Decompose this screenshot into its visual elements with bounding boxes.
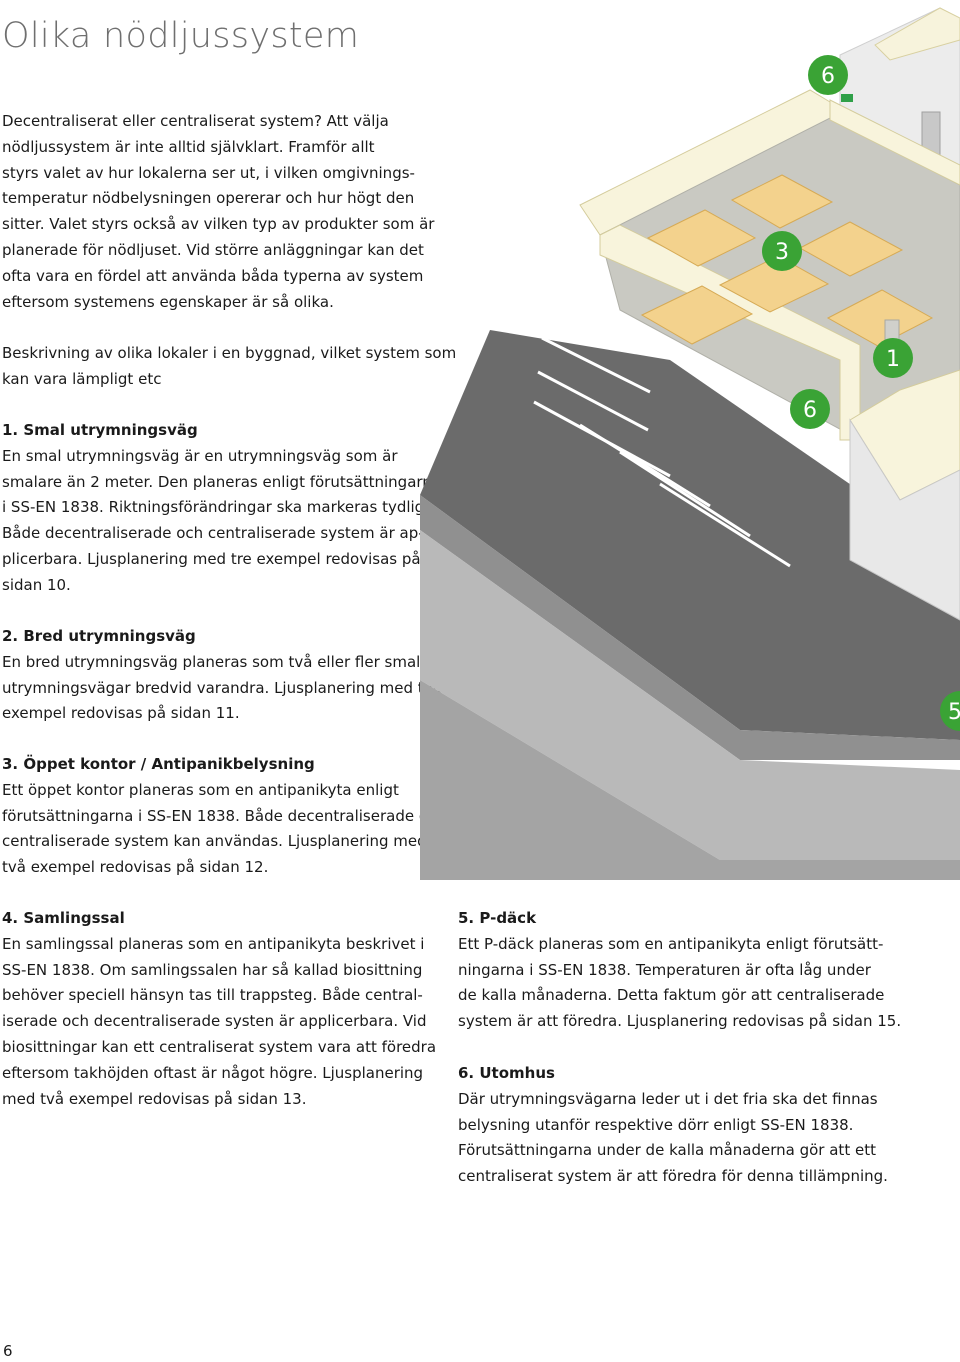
section-assembly-hall: 4. Samlingssal En samlingssal planeras s… — [2, 906, 437, 1112]
section-line: Ett P-däck planeras som en antipanikyta … — [458, 934, 884, 953]
section-line: Där utrymningsvägarna leder ut i det fri… — [458, 1089, 878, 1108]
section-line: En bred utrymningsväg planeras som två e… — [2, 652, 430, 671]
section-line: utrymningsvägar bredvid varandra. Ljuspl… — [2, 678, 442, 697]
section-line: smalare än 2 meter. Den planeras enligt … — [2, 472, 441, 491]
section-line: i SS-EN 1838. Riktningsförändringar ska … — [2, 498, 435, 517]
exit-sign-icon — [841, 94, 853, 102]
section-heading: 5. P-däck — [458, 909, 537, 927]
intro-line: eftersom systemens egenskaper är så olik… — [2, 292, 334, 311]
section-line: exempel redovisas på sidan 11. — [2, 704, 240, 723]
badge-label: 5 — [948, 700, 960, 725]
section-line: ningarna i SS-EN 1838. Temperaturen är o… — [458, 960, 871, 979]
lower-room-side — [849, 418, 960, 621]
parking-deck-edge — [420, 495, 960, 760]
description-paragraph: Beskrivning av olika lokaler i en byggna… — [2, 341, 457, 393]
section-line: system är att föredra. Ljusplanering red… — [458, 1012, 902, 1031]
page-title: Olika nödljussystem — [2, 16, 360, 56]
area-badge-5: 5 — [940, 691, 960, 731]
intro-line: styrs valet av hur lokalerna ser ut, i v… — [2, 163, 415, 182]
section-heading: 6. Utomhus — [458, 1064, 555, 1082]
area-badge-6-top: 6 — [808, 55, 848, 95]
section-heading: 4. Samlingssal — [2, 909, 125, 927]
section-parking-deck: 5. P-däck Ett P-däck planeras som en ant… — [458, 906, 902, 1035]
section-line: En smal utrymningsväg är en utrymningsvä… — [2, 446, 398, 465]
section-line: eftersom takhöjden oftast är något högre… — [2, 1063, 424, 1082]
office-wall-right — [829, 99, 960, 186]
section-line: behöver speciell hänsyn tas till trappst… — [2, 986, 423, 1005]
section-line: En samlingssal planeras som en antipanik… — [2, 934, 425, 953]
section-line: centraliserat system är att föredra för … — [458, 1167, 888, 1186]
section-heading: 1. Smal utrymningsväg — [2, 421, 198, 439]
area-badge-3: 3 — [762, 231, 802, 271]
walkway-wall — [420, 680, 960, 880]
section-heading: 3. Öppet kontor / Antipanikbelysning — [2, 755, 315, 773]
section-line: Förutsättningarna under de kalla månader… — [458, 1141, 876, 1160]
intro-paragraph: Decentraliserat eller centraliserat syst… — [2, 109, 435, 315]
badge-label: 1 — [886, 347, 900, 372]
intro-line: Decentraliserat eller centraliserat syst… — [2, 112, 389, 130]
intro-line: planerade för nödljuset. Vid större anlä… — [2, 240, 424, 259]
upper-room-top — [874, 7, 960, 61]
parking-deck-surface — [420, 330, 960, 740]
intro-line: sitter. Valet styrs också av vilken typ … — [2, 215, 435, 234]
section-line: förutsättningarna i SS-EN 1838. Både dec… — [2, 806, 446, 825]
section-line: Ett öppet kontor planeras som en antipan… — [2, 780, 399, 799]
badge-label: 3 — [775, 240, 789, 265]
walkway — [420, 530, 960, 860]
section-line: Både decentraliserade och centraliserade… — [2, 524, 424, 543]
section-line: två exempel redovisas på sidan 12. — [2, 858, 269, 877]
section-line: sidan 10. — [2, 575, 71, 594]
section-line: med två exempel redovisas på sidan 13. — [2, 1089, 307, 1108]
intro-line: nödljussystem är inte alltid självklart.… — [2, 137, 375, 156]
section-line: de kalla månaderna. Detta faktum gör att… — [458, 986, 885, 1005]
section-line: SS-EN 1838. Om samlingssalen har så kall… — [2, 960, 423, 979]
description-line: Beskrivning av olika lokaler i en byggna… — [2, 344, 457, 362]
section-line: biosittningar kan ett centraliserat syst… — [2, 1037, 437, 1056]
area-badge-1: 1 — [873, 338, 913, 378]
section-line: plicerbara. Ljusplanering med tre exempe… — [2, 549, 421, 568]
section-line: centraliserade system kan användas. Ljus… — [2, 832, 427, 851]
section-heading: 2. Bred utrymningsväg — [2, 627, 196, 645]
intro-line: temperatur nödbelysningen opererar och h… — [2, 189, 415, 208]
page-number: 6 — [3, 1342, 13, 1360]
section-open-office: 3. Öppet kontor / Antipanikbelysning Ett… — [2, 752, 446, 881]
description-line: kan vara lämpligt etc — [2, 369, 162, 388]
area-badge-6-middle: 6 — [790, 389, 830, 429]
section-line: iserade och decentraliserade systen är a… — [2, 1012, 427, 1031]
section-wide-escape-route: 2. Bred utrymningsväg En bred utrymnings… — [2, 624, 442, 727]
intro-line: ofta vara en fördel att använda båda typ… — [2, 266, 424, 285]
section-outdoors: 6. Utomhus Där utrymningsvägarna leder u… — [458, 1061, 898, 1190]
section-narrow-escape-route: 1. Smal utrymningsväg En smal utrymnings… — [2, 418, 441, 599]
building-illustration: 6 3 1 6 5 — [420, 7, 960, 880]
parking-lines — [533, 336, 791, 568]
badge-label: 6 — [803, 398, 817, 423]
badge-label: 6 — [821, 64, 835, 89]
section-line: belysning utanför respektive dörr enligt… — [458, 1115, 854, 1134]
office-desks — [640, 174, 934, 347]
